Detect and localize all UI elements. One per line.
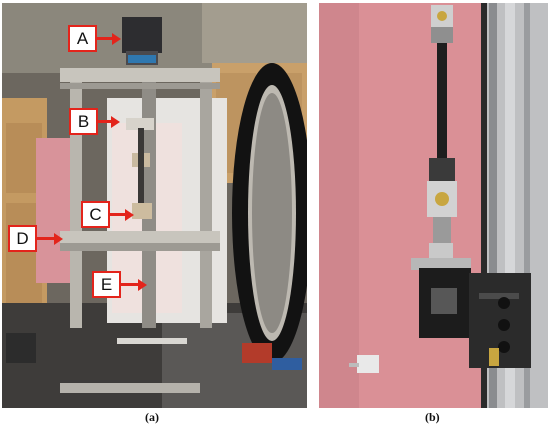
- callout-label-b: B: [69, 108, 98, 135]
- rig-photo: [2, 3, 307, 408]
- callout-arrow-a: [97, 37, 113, 40]
- callout-arrowhead-a: [112, 32, 121, 45]
- callout-arrow-b: [98, 120, 112, 123]
- photo-panel-b: [319, 3, 548, 408]
- callout-label-d: D: [8, 225, 37, 252]
- callout-arrowhead-e: [138, 278, 147, 291]
- callout-label-e: E: [92, 271, 121, 298]
- caption-a: (a): [145, 409, 159, 425]
- callout-label-c: C: [81, 201, 110, 228]
- callout-arrowhead-b: [111, 115, 120, 128]
- callout-arrow-d: [37, 237, 55, 240]
- photo-panel-a: A B C D E: [2, 3, 307, 408]
- callout-arrowhead-d: [54, 232, 63, 245]
- caption-a-text: (a): [145, 410, 159, 424]
- callout-label-a: A: [68, 25, 97, 52]
- callout-arrow-e: [121, 283, 139, 286]
- clamp-closeup-photo: [319, 3, 548, 408]
- caption-b: (b): [425, 409, 440, 425]
- caption-b-text: (b): [425, 410, 440, 424]
- callout-arrow-c: [110, 213, 126, 216]
- callout-arrowhead-c: [125, 208, 134, 221]
